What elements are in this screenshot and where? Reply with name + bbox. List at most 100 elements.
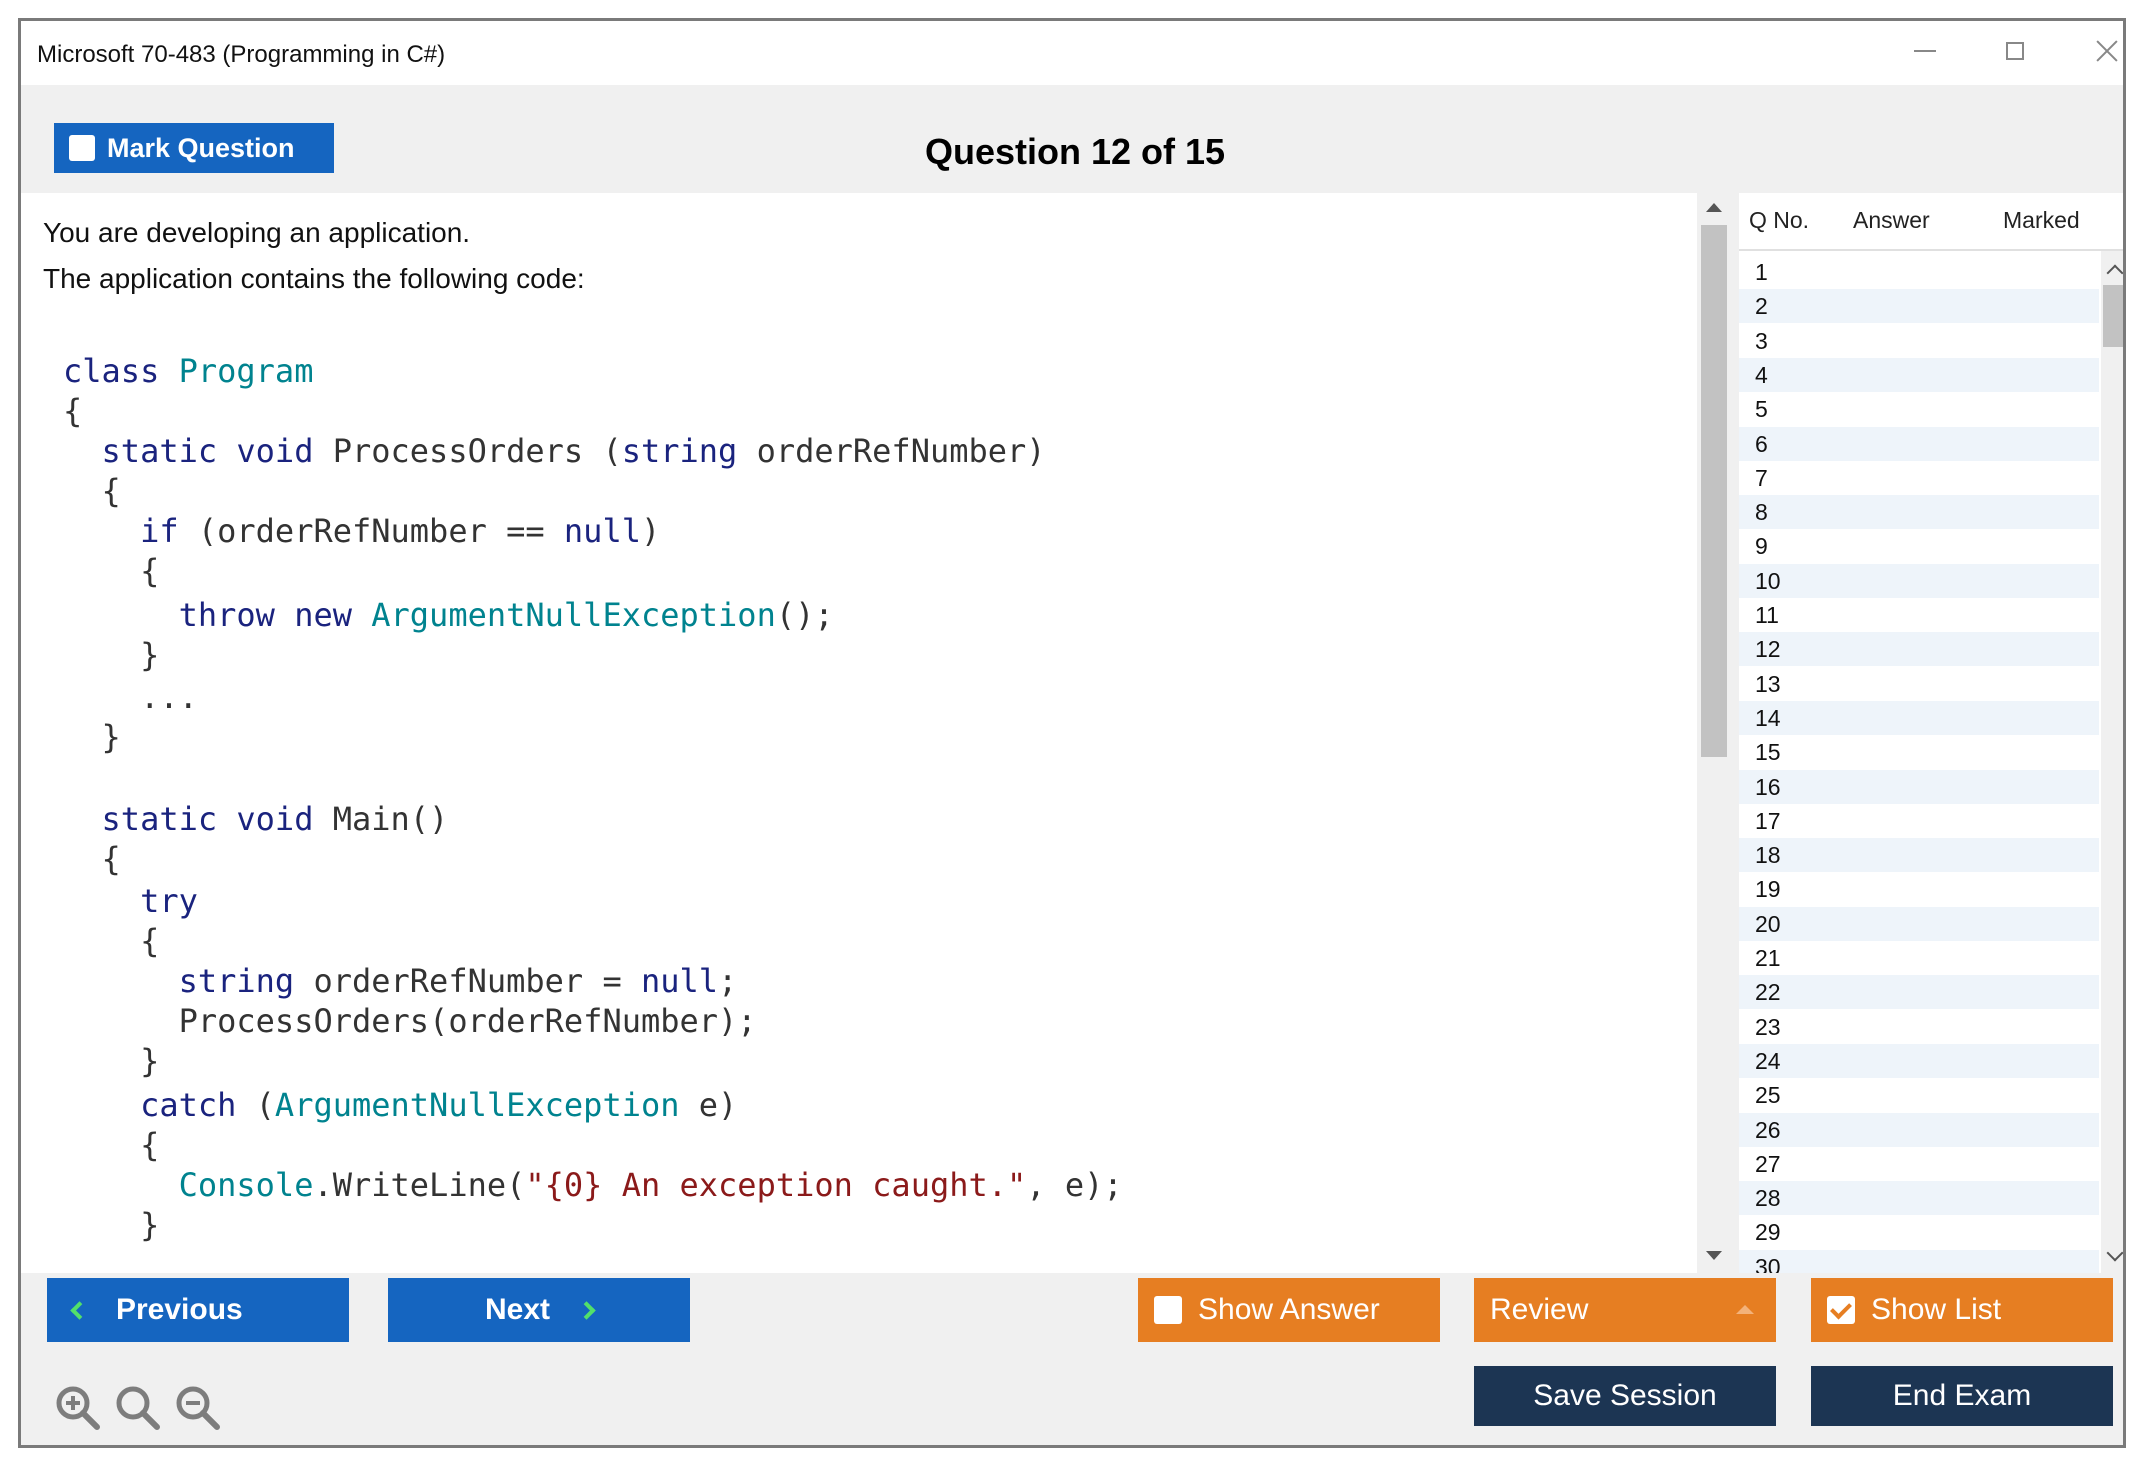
code-line: { <box>63 839 121 879</box>
list-item[interactable]: 24 <box>1739 1043 2099 1078</box>
code-token: { <box>63 392 83 430</box>
code-token: orderRefNumber) <box>756 432 1046 470</box>
next-label: Next <box>484 1293 551 1326</box>
list-item[interactable]: 26 <box>1739 1112 2099 1147</box>
list-item[interactable]: 4 <box>1739 357 2099 392</box>
chevron-left-icon <box>70 1300 89 1320</box>
code-token: } <box>63 718 121 756</box>
save-session-button[interactable]: Save Session <box>1474 1366 1776 1426</box>
code-line: static void Main() <box>63 799 449 839</box>
list-item[interactable]: 11 <box>1755 602 1779 628</box>
show-list-button[interactable]: Show List <box>1811 1278 2113 1342</box>
code-line: } <box>63 1041 159 1081</box>
scroll-down-icon[interactable] <box>1706 1251 1722 1260</box>
question-counter: Question 12 of 15 <box>924 131 1226 172</box>
close-button[interactable] <box>2079 29 2123 73</box>
code-line: if (orderRefNumber == null) <box>63 511 660 551</box>
question-scrollbar[interactable] <box>1697 193 1731 1273</box>
caret-up-icon <box>1736 1305 1754 1314</box>
list-item[interactable]: 9 <box>1755 533 1768 560</box>
list-item[interactable]: 1 <box>1755 259 1768 285</box>
code-token: null <box>640 962 719 1000</box>
list-item[interactable]: 28 <box>1739 1181 2099 1216</box>
list-item[interactable]: 10 <box>1739 563 2099 598</box>
mark-question-button[interactable]: Mark Question <box>54 123 334 173</box>
code-token: if <box>63 512 198 550</box>
list-item[interactable]: 20 <box>1739 906 2099 941</box>
column-header-marked: Marked <box>2003 207 2080 233</box>
list-item[interactable]: 27 <box>1755 1150 1781 1177</box>
code-token: Main() <box>332 800 449 838</box>
next-button[interactable]: Next <box>388 1278 690 1342</box>
code-token: static void <box>63 432 333 470</box>
code-token: { <box>63 472 121 510</box>
list-item[interactable]: 13 <box>1755 670 1781 697</box>
code-token: } <box>63 636 160 674</box>
code-line: { <box>63 551 159 591</box>
list-item[interactable]: 16 <box>1739 769 2099 804</box>
review-button[interactable]: Review <box>1474 1278 1776 1342</box>
show-answer-checkbox-icon <box>1154 1296 1182 1324</box>
code-token: (orderRefNumber == <box>197 512 564 550</box>
list-item[interactable]: 15 <box>1755 739 1781 766</box>
code-token: { <box>63 1126 160 1164</box>
maximize-button[interactable] <box>1987 29 2043 73</box>
show-answer-button[interactable]: Show Answer <box>1138 1278 1440 1342</box>
code-token: string <box>621 432 757 470</box>
list-item[interactable]: 23 <box>1755 1013 1781 1040</box>
list-item[interactable]: 25 <box>1755 1082 1781 1109</box>
code-token: try <box>63 882 198 920</box>
list-item[interactable]: 18 <box>1739 838 2099 873</box>
list-item[interactable]: 5 <box>1755 396 1768 423</box>
list-item[interactable]: 7 <box>1755 464 1768 491</box>
scroll-thumb[interactable] <box>1701 225 1727 757</box>
code-line: class Program <box>63 351 313 391</box>
code-token: orderRefNumber = <box>313 962 641 1000</box>
list-item[interactable]: 8 <box>1739 495 2099 530</box>
list-item[interactable]: 29 <box>1755 1219 1781 1246</box>
mark-question-label: Mark Question <box>107 132 295 163</box>
previous-label: Previous <box>116 1293 243 1326</box>
list-item[interactable]: 22 <box>1739 975 2099 1010</box>
list-item[interactable]: 3 <box>1755 327 1768 354</box>
code-token: ProcessOrders <box>332 432 603 470</box>
list-item[interactable]: 6 <box>1739 426 2099 461</box>
code-token: { <box>63 840 121 878</box>
list-item[interactable]: 19 <box>1755 876 1781 903</box>
previous-button[interactable]: Previous <box>47 1278 349 1342</box>
zoom-out-icon[interactable] <box>173 1383 221 1431</box>
list-item[interactable]: 14 <box>1739 700 2099 735</box>
code-line: } <box>63 1205 159 1245</box>
show-list-label: Show List <box>1871 1293 2002 1326</box>
save-session-label: Save Session <box>1533 1379 1717 1412</box>
zoom-reset-icon[interactable] <box>113 1383 161 1431</box>
question-list-scroll-thumb[interactable] <box>2103 285 2123 347</box>
code-line: { <box>63 391 82 431</box>
list-item[interactable]: 12 <box>1739 632 2099 667</box>
code-token: static void <box>63 800 333 838</box>
list-item[interactable]: 21 <box>1755 945 1781 971</box>
review-label: Review <box>1490 1293 1589 1326</box>
question-paragraph-1: You are developing an application. <box>43 217 471 248</box>
question-list-scrollbar[interactable] <box>2101 251 2123 1273</box>
close-icon <box>2095 39 2119 63</box>
minimize-icon <box>1914 50 1936 52</box>
code-token: ; <box>718 962 738 1000</box>
list-item[interactable]: 17 <box>1755 807 1781 834</box>
minimize-button[interactable] <box>1897 29 1953 73</box>
list-item[interactable]: 2 <box>1739 289 2099 324</box>
code-line: Console.WriteLine("{0} An exception caug… <box>63 1165 1123 1205</box>
code-token: string <box>63 962 314 1000</box>
code-token: ArgumentNullException <box>274 1086 699 1124</box>
code-token: e) <box>698 1086 738 1124</box>
scroll-up-icon[interactable] <box>1706 203 1722 212</box>
list-item[interactable]: 30 <box>1739 1249 2099 1273</box>
show-answer-label: Show Answer <box>1198 1293 1380 1326</box>
code-token: Console <box>63 1166 314 1204</box>
end-exam-button[interactable]: End Exam <box>1811 1366 2113 1426</box>
code-token: null <box>563 512 641 550</box>
chevron-up-icon[interactable] <box>2106 264 2123 282</box>
chevron-down-icon[interactable] <box>2106 1244 2123 1262</box>
zoom-in-icon[interactable] <box>53 1383 101 1431</box>
